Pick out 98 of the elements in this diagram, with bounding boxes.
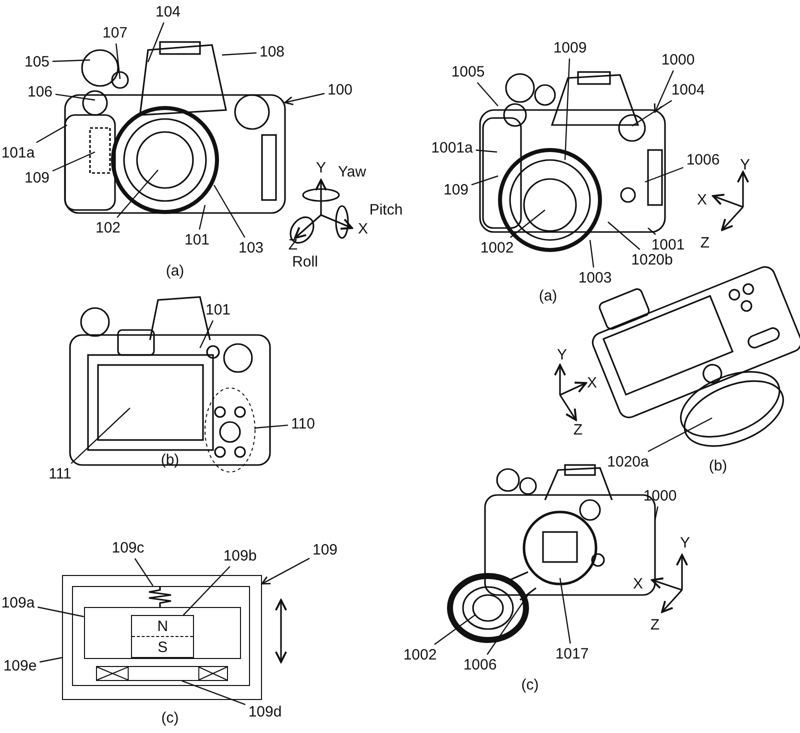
- arrow: [654, 70, 674, 113]
- pole-label: S: [132, 636, 194, 658]
- callout-number: 111: [48, 466, 72, 482]
- coil: [96, 666, 228, 681]
- callout-number: 101: [183, 232, 211, 248]
- leader-line: [644, 166, 684, 183]
- leader-line: [116, 43, 121, 80]
- leader-line: [182, 566, 230, 616]
- figure-label: (a): [166, 264, 184, 278]
- callout-number: 102: [94, 220, 122, 236]
- callout-number: 101a: [0, 144, 36, 162]
- callout-number: 1002: [402, 646, 438, 664]
- camera-drawing: [69, 296, 271, 472]
- leader-line: [199, 320, 214, 348]
- frame: [72, 586, 250, 686]
- callout-number: 103: [237, 240, 265, 256]
- callout-number: 1002: [479, 240, 515, 256]
- callout-number: 100: [326, 82, 354, 98]
- callout-number: 1009: [552, 40, 588, 56]
- axis-label: X: [633, 576, 643, 592]
- callout-number: 109: [311, 542, 339, 558]
- axis-label: Yaw: [338, 164, 366, 180]
- callout-number: 1000: [660, 52, 696, 68]
- leader-line: [486, 592, 530, 655]
- leader-line: [648, 228, 656, 235]
- axis-label: X: [358, 222, 368, 236]
- axis-label: Y: [740, 158, 750, 172]
- moving-body: [84, 606, 241, 659]
- leader-line: [254, 424, 288, 429]
- leader-line: [632, 100, 672, 126]
- callout-number: 109c: [110, 540, 146, 556]
- axis-label: Roll: [292, 254, 318, 270]
- callout-number: 1001a: [430, 140, 474, 156]
- spring-symbol: [148, 586, 172, 607]
- callout-number: 107: [101, 24, 129, 42]
- leader-line: [476, 82, 498, 106]
- leader-line: [471, 175, 498, 186]
- camera-drawing: [64, 41, 286, 214]
- leader-line: [55, 94, 96, 101]
- callout-number: 1020a: [606, 454, 650, 470]
- callout-number: 101: [204, 302, 232, 318]
- callout-number: 106: [26, 84, 54, 100]
- callout-number: 110: [290, 416, 316, 432]
- leader-line: [52, 151, 96, 172]
- leader-line: [589, 240, 594, 268]
- pole-label: N: [156, 616, 170, 636]
- callout-number: 105: [23, 54, 51, 70]
- callout-number: 109: [442, 182, 470, 198]
- leader-line: [559, 578, 571, 644]
- housing: [62, 575, 262, 700]
- leader-line: [147, 22, 164, 62]
- leader-line: [213, 184, 246, 238]
- axis-label: Pitch: [369, 202, 403, 218]
- callout-number: 1001: [650, 236, 686, 254]
- leader-line: [434, 614, 476, 645]
- leader-line: [654, 506, 658, 520]
- axis-label: Y: [557, 348, 567, 362]
- figure-label: (c): [521, 678, 539, 692]
- axis-label: Y: [680, 536, 690, 550]
- axis-label: Z: [700, 236, 710, 250]
- callout-number: 1004: [670, 82, 706, 98]
- leader-line: [222, 52, 257, 56]
- callout-number: 109b: [222, 548, 258, 564]
- callout-number: 1020b: [630, 252, 674, 268]
- arrow: [261, 558, 310, 585]
- leader-line: [52, 59, 90, 62]
- figure-label: (b): [708, 458, 728, 474]
- leader-line: [38, 606, 84, 618]
- callout-number: 1000: [642, 488, 678, 504]
- leader-line: [134, 558, 154, 586]
- leader-line: [608, 222, 640, 250]
- callout-number: 1006: [462, 656, 498, 674]
- figure-label: (c): [161, 710, 179, 726]
- callout-number: 109d: [247, 704, 283, 720]
- figure-label: (a): [538, 288, 558, 304]
- leader-line: [40, 657, 62, 663]
- callout-number: 104: [154, 4, 182, 20]
- axis-label: X: [697, 192, 707, 208]
- figure-label: (b): [160, 452, 180, 468]
- axis-label: Z: [573, 422, 583, 438]
- leader-line: [198, 204, 206, 230]
- leader-line: [476, 150, 498, 153]
- axis-label: X: [587, 376, 597, 390]
- callout-number: 1017: [554, 646, 590, 662]
- callout-number: 109a: [0, 594, 36, 612]
- callout-number: 1003: [577, 270, 613, 286]
- callout-number: 1006: [685, 152, 721, 168]
- leader-line: [564, 58, 570, 160]
- callout-number: 109: [23, 170, 51, 186]
- axis-label: Y: [316, 160, 326, 176]
- callout-number: 108: [258, 44, 286, 60]
- callout-number: 1005: [450, 64, 486, 80]
- leader-line: [36, 124, 68, 144]
- leader-line: [182, 680, 246, 706]
- arrow: [284, 92, 325, 106]
- axis-label: Z: [650, 618, 660, 632]
- magnet: [131, 615, 194, 658]
- callout-number: 109e: [2, 658, 38, 674]
